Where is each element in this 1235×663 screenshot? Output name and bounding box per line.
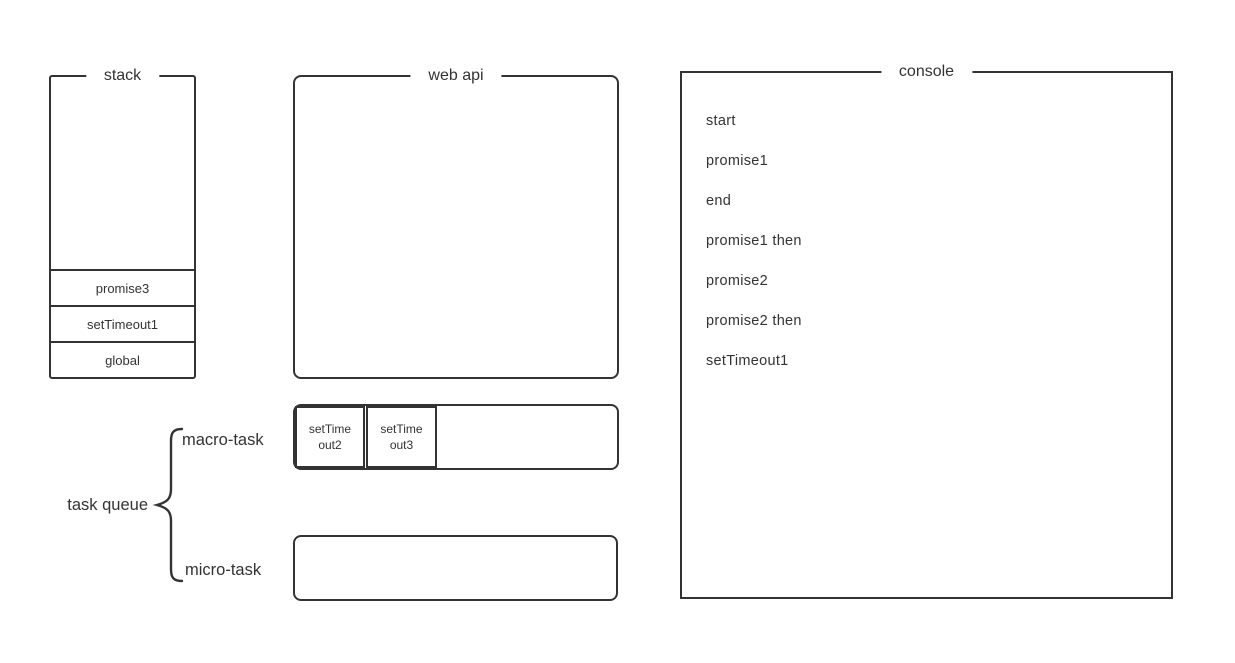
stack-frame: global bbox=[51, 341, 194, 377]
console-log-line: promise2 bbox=[706, 273, 769, 289]
stack-items: promise3 setTimeout1 global bbox=[51, 269, 194, 377]
macro-task-item-label: setTimeout2 bbox=[308, 422, 352, 452]
micro-task-queue-box bbox=[293, 535, 618, 601]
console-box: console start promise1 end promise1 then… bbox=[680, 61, 1173, 599]
console-log-line: promise1 then bbox=[706, 233, 802, 249]
console-output: start promise1 end promise1 then promise… bbox=[706, 101, 1161, 381]
stack-box: stack promise3 setTimeout1 global bbox=[49, 65, 196, 379]
console-log-line: end bbox=[706, 193, 732, 209]
stack-frame: promise3 bbox=[51, 269, 194, 305]
task-queue-label: task queue bbox=[67, 496, 148, 514]
console-title: console bbox=[880, 61, 973, 83]
stack-title: stack bbox=[85, 65, 160, 87]
stack-frame: setTimeout1 bbox=[51, 305, 194, 341]
macro-task-item: setTimeout2 bbox=[295, 406, 365, 468]
macro-task-item-label: setTimeout3 bbox=[380, 422, 423, 452]
console-log-line: promise2 then bbox=[706, 313, 802, 329]
task-queue-brace bbox=[152, 427, 184, 583]
macro-task-label: macro-task bbox=[182, 431, 264, 449]
console-log-line: promise1 bbox=[706, 153, 769, 169]
macro-task-item: setTimeout3 bbox=[366, 406, 437, 468]
console-log-line: start bbox=[706, 113, 736, 129]
console-log-line: setTimeout1 bbox=[706, 353, 789, 369]
macro-task-queue-box: setTimeout2 setTimeout3 bbox=[293, 404, 619, 470]
web-api-title: web api bbox=[410, 65, 502, 87]
web-api-box: web api bbox=[293, 65, 619, 379]
micro-task-label: micro-task bbox=[185, 561, 262, 579]
